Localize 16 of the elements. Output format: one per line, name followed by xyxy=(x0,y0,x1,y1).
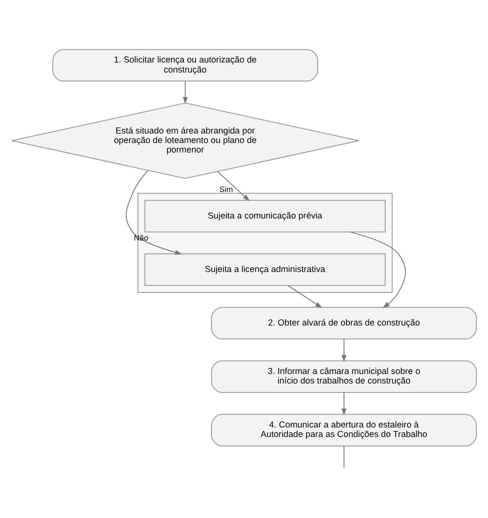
node-box: Sujeita a comunicação prévia xyxy=(144,200,386,232)
node-box: 3. Informar a câmara municipal sobre o início dos trabalhos de construção xyxy=(211,360,477,393)
node-box: 1. Solicitar licença ou autorização de construção xyxy=(52,49,318,82)
arrow xyxy=(182,81,188,104)
arrow xyxy=(342,392,346,416)
arrow xyxy=(350,232,406,308)
node-box: Sujeita a licença administrativa xyxy=(144,253,386,286)
edge-label: Não xyxy=(134,234,148,243)
edge-label: Sim xyxy=(219,185,233,194)
arrow xyxy=(217,171,250,202)
node-box: 4. Comunicar a abertura do estaleiro à Autoridade para as Condições do Trabalho xyxy=(211,414,477,446)
node-diamond: Está situado em área abrangida por operação de loteamento ou plano de pormenor xyxy=(11,102,360,179)
arrow xyxy=(342,338,346,362)
node-box: 2. Obter alvará de obras de construção xyxy=(211,306,477,340)
arrow xyxy=(126,170,182,255)
arrow xyxy=(287,285,322,308)
